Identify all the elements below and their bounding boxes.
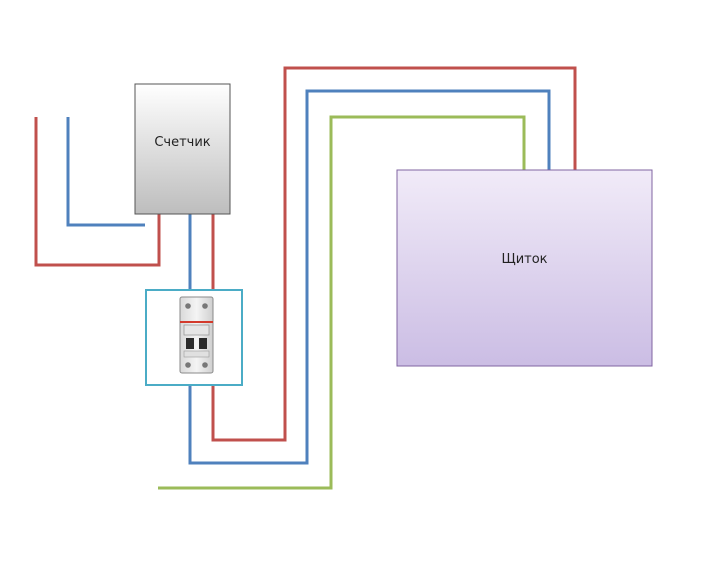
- incoming-neutral-wire: [66, 117, 145, 227]
- panel-box: [396, 169, 653, 367]
- circuit-breaker-icon: [179, 296, 214, 374]
- breaker: [145, 289, 243, 386]
- panel: Щиток: [396, 169, 653, 367]
- wires: [34, 66, 577, 490]
- ground-wire: [158, 115, 526, 490]
- panel-label: Щиток: [501, 252, 547, 267]
- meter-box: [134, 83, 231, 215]
- incoming-phase-wire: [34, 117, 161, 267]
- breaker-panel-neutral-wire: [188, 89, 551, 465]
- breaker-panel-phase-wire: [211, 66, 577, 442]
- meter-label: Счетчик: [154, 135, 210, 150]
- meter: Счетчик: [134, 83, 231, 215]
